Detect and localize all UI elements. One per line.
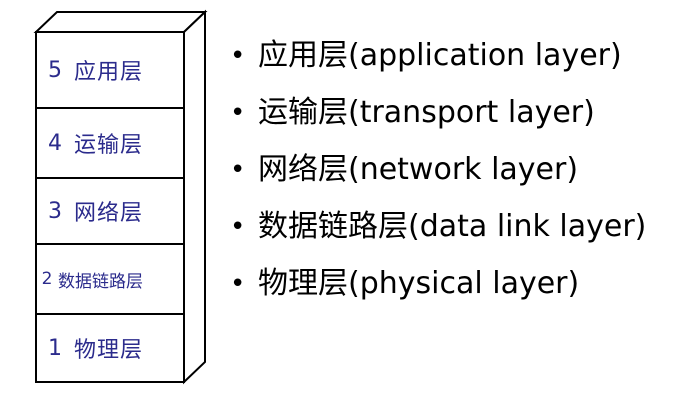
layer-name: 应用层: [74, 60, 144, 85]
bullet-dot-icon: •: [230, 269, 246, 299]
layer-label-3: 3 网络层: [36, 178, 184, 244]
layer-box-1: [35, 313, 185, 383]
layer-name: 物理层: [74, 338, 144, 363]
layer-label-1: 1 物理层: [36, 314, 184, 382]
bullet-dot-icon: •: [230, 155, 246, 185]
layer-name: 网络层: [74, 201, 144, 226]
bullet-item: • 物理层(physical layer): [228, 264, 678, 304]
layer-number: 5: [48, 57, 62, 83]
layer-label-4: 4 运输层: [36, 108, 184, 178]
layer-label-5: 5 应用层: [36, 32, 184, 108]
layer-label-2: 2 数据链路层: [36, 244, 184, 314]
bullet-text: 运输层(transport layer): [258, 95, 595, 130]
layer-box-5: [35, 31, 185, 109]
bullet-dot-icon: •: [230, 212, 246, 242]
layer-number: 3: [48, 198, 62, 224]
layer-name: 运输层: [74, 133, 144, 158]
layer-name: 数据链路层: [58, 271, 143, 292]
bullet-text: 数据链路层(data link layer): [258, 209, 647, 244]
bullet-text: 网络层(network layer): [258, 152, 579, 187]
layer-box-2: [35, 243, 185, 315]
bullet-text: 物理层(physical layer): [258, 266, 580, 301]
bullet-text: 应用层(application layer): [258, 38, 622, 73]
layer-number: 2: [41, 269, 53, 289]
stack-side-face: [183, 9, 206, 385]
bullet-dot-icon: •: [230, 41, 246, 71]
bullet-item: • 数据链路层(data link layer): [228, 207, 678, 247]
bullet-item: • 应用层(application layer): [228, 36, 678, 76]
layer-bullet-list: • 应用层(application layer) • 运输层(transport l…: [228, 36, 678, 304]
stack-top-face: [33, 11, 208, 33]
bullet-dot-icon: •: [230, 98, 246, 128]
layer-number: 4: [48, 130, 62, 156]
bullet-item: • 运输层(transport layer): [228, 93, 678, 133]
layer-number: 1: [48, 335, 62, 361]
bullet-item: • 网络层(network layer): [228, 150, 678, 190]
protocol-stack-diagram: [33, 9, 208, 385]
layer-box-3: [35, 177, 185, 245]
